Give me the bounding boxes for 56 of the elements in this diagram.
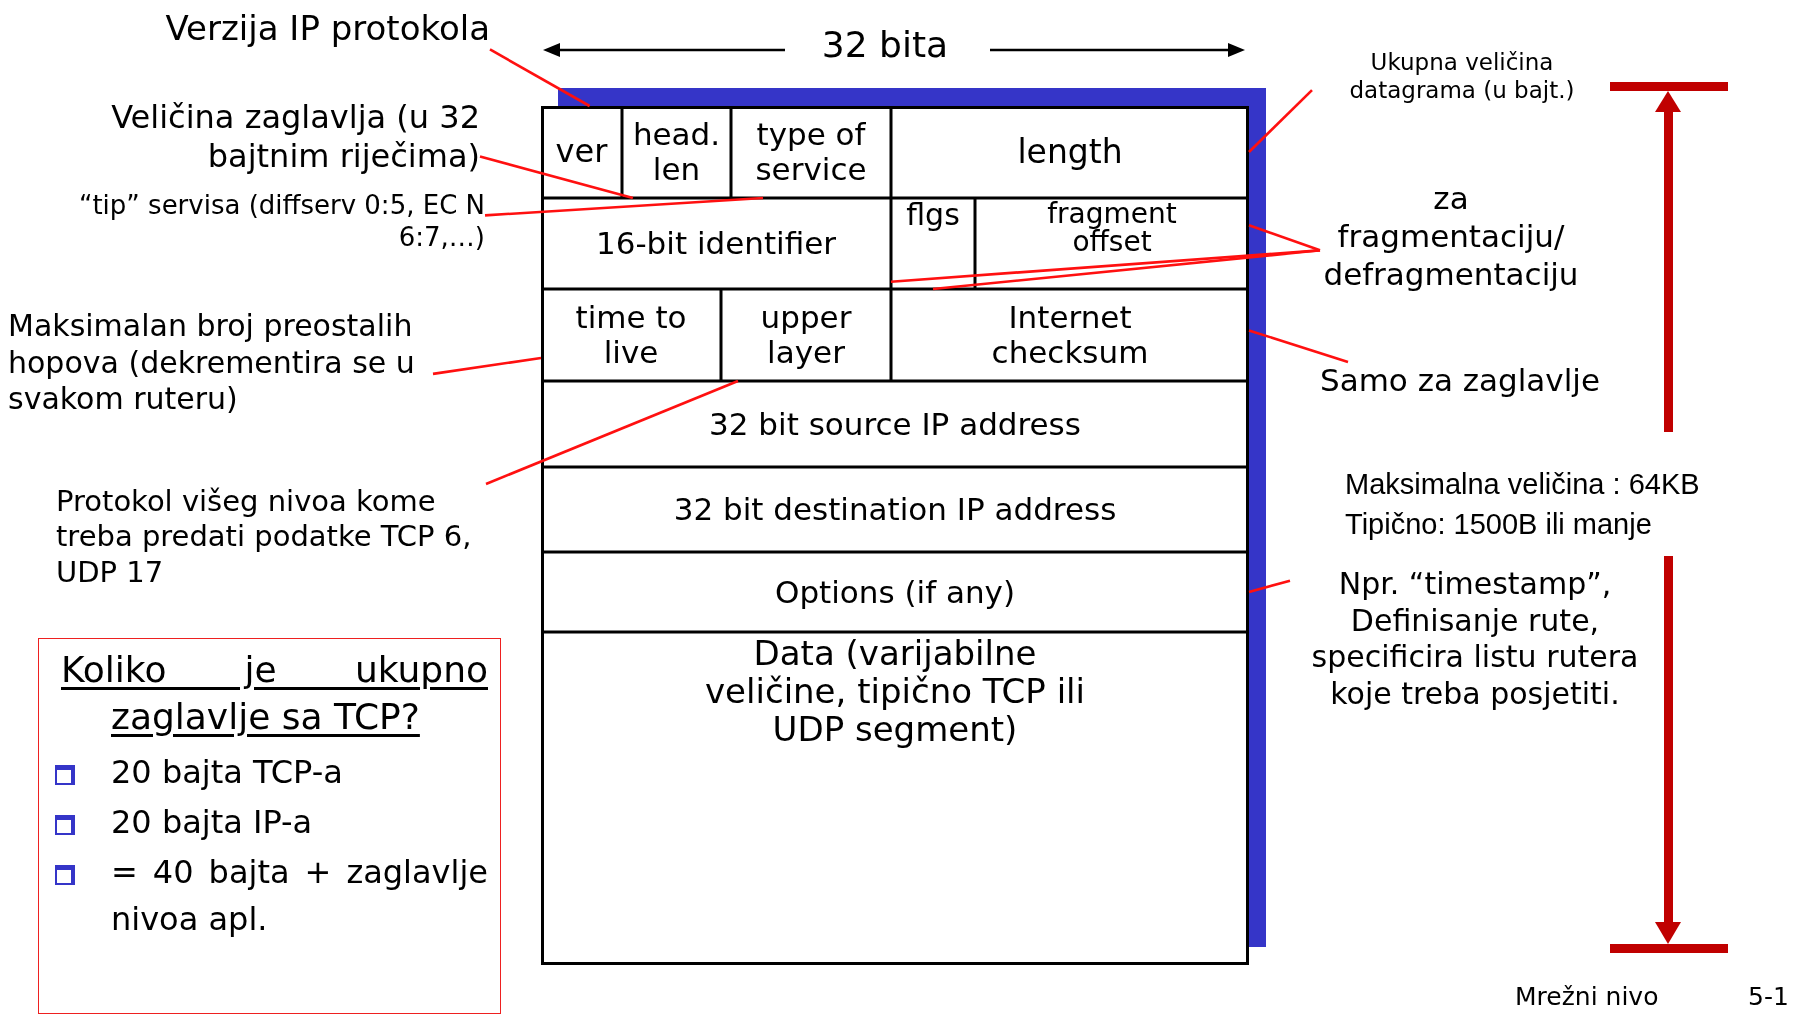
field-label: 32 bit destination IP address bbox=[673, 492, 1117, 527]
field-label: Internet checksum bbox=[990, 300, 1150, 370]
leader-line bbox=[1248, 579, 1291, 594]
header-field bbox=[541, 552, 1249, 632]
header-field bbox=[975, 198, 1249, 289]
footer-text: Mrežni nivo bbox=[1515, 982, 1660, 1011]
header-field bbox=[541, 106, 622, 198]
header-field bbox=[891, 289, 1249, 381]
field-label: upper layer bbox=[759, 300, 853, 370]
annotation-text: Verzija IP protokola bbox=[165, 8, 490, 50]
leader-line bbox=[484, 196, 764, 217]
leader-line bbox=[432, 356, 542, 376]
header-field bbox=[541, 381, 1249, 467]
field-label: 16-bit identifier bbox=[595, 226, 837, 261]
page-number: 5-1 bbox=[1748, 982, 1790, 1011]
leader-line bbox=[1248, 224, 1321, 252]
header-field bbox=[541, 198, 891, 289]
question-heading: Koliko je ukupno zaglavlje sa TCP? bbox=[60, 648, 488, 739]
field-label: ver bbox=[555, 134, 608, 170]
size-note: Maksimalna veličina : 64KB bbox=[1345, 468, 1701, 501]
leader-line bbox=[489, 48, 591, 108]
header-field bbox=[731, 106, 891, 198]
field-label: type of service bbox=[754, 117, 868, 187]
leader-line bbox=[479, 155, 634, 200]
header-field bbox=[541, 467, 1249, 552]
field-label: head. len bbox=[631, 117, 722, 187]
annotation-text: za fragmentaciju/ defragmentaciju bbox=[1320, 180, 1582, 294]
annotation-text: Ukupna veličina datagrama (u bajt.) bbox=[1312, 48, 1612, 105]
annotation-text: Samo za zaglavlje bbox=[1320, 362, 1600, 400]
bullet-text: = 40 bajta + zaglavlje nivoa apl. bbox=[111, 852, 488, 940]
annotation-text: Veličina zaglavlja (u 32 bajtnim riječima) bbox=[40, 98, 480, 177]
field-label: flgs bbox=[906, 200, 960, 230]
field-label: time to live bbox=[574, 300, 688, 370]
annotation-text: “tip” servisa (diffserv 0:5, EC N 6:7,…) bbox=[40, 190, 485, 254]
header-field bbox=[721, 289, 891, 381]
field-label: Options (if any) bbox=[775, 574, 1015, 610]
annotation-text: Npr. “timestamp”, Definisanje rute, specificira listu rutera koje treba posjetiti. bbox=[1290, 566, 1660, 713]
annotation-text: Protokol višeg nivoa kome treba predati podatke TCP 6, UDP 17 bbox=[56, 484, 486, 591]
leader-line bbox=[932, 249, 1321, 291]
leader-line bbox=[485, 379, 739, 486]
field-label: fragment offset bbox=[1046, 200, 1178, 256]
header-field bbox=[891, 198, 975, 289]
header-field bbox=[541, 289, 721, 381]
field-label: length bbox=[1017, 133, 1123, 171]
header-field bbox=[891, 106, 1249, 198]
bullet-text: 20 bajta IP-a bbox=[111, 802, 314, 843]
header-field bbox=[622, 106, 731, 198]
bullet-text: 20 bajta TCP-a bbox=[111, 751, 344, 793]
dimension-label: 32 bita bbox=[820, 24, 950, 65]
leader-line bbox=[1248, 89, 1313, 153]
annotation-text: Maksimalan broj preostalih hopova (dekrementira se u svakom ruteru) bbox=[8, 308, 433, 418]
field-label: 32 bit source IP address bbox=[709, 406, 1081, 442]
size-note: Tipično: 1500B ili manje bbox=[1345, 508, 1653, 541]
field-label: Data (varijabilne veličine, tipično TCP ili UDP segment) bbox=[704, 634, 1086, 749]
leader-line bbox=[1248, 329, 1349, 364]
question-panel bbox=[38, 638, 501, 1014]
